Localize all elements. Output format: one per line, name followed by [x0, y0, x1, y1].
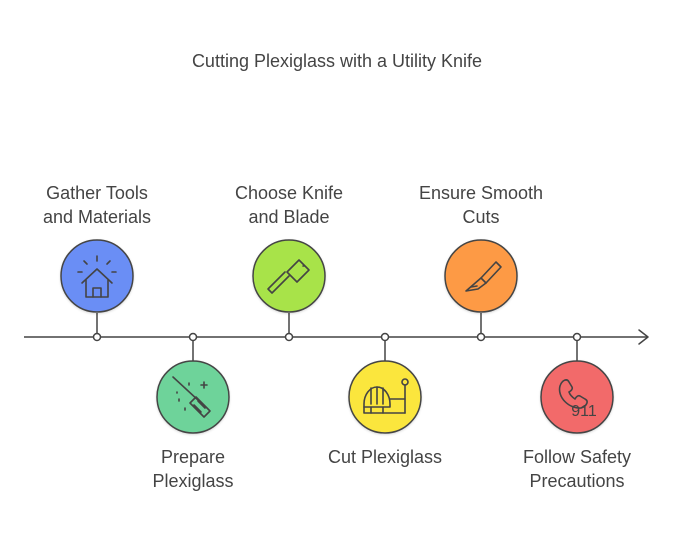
step-label-line1: Prepare	[161, 447, 225, 467]
step-label-line1: Cut Plexiglass	[328, 447, 442, 467]
step-label-line2: Plexiglass	[152, 471, 233, 491]
phone-911-text: 911	[571, 403, 597, 420]
step-node	[380, 332, 390, 342]
step-follow-safety: 911 Follow Safety Precautions	[523, 332, 631, 491]
step-cut-plexiglass: Cut Plexiglass	[328, 332, 442, 467]
house-icon	[77, 255, 117, 298]
step-label-line2: Cuts	[462, 207, 499, 227]
step-icon-circle	[60, 239, 134, 313]
step-label-line2: and Blade	[248, 207, 329, 227]
step-prepare-plexiglass: Prepare Plexiglass	[152, 332, 234, 491]
step-ensure-smooth-cuts: Ensure Smooth Cuts	[419, 183, 543, 342]
step-gather-tools: Gather Tools and Materials	[43, 183, 151, 342]
step-node	[284, 332, 294, 342]
step-label-line1: Gather Tools	[46, 183, 148, 203]
step-node	[188, 332, 198, 342]
step-label-line2: and Materials	[43, 207, 151, 227]
cutting-machine-icon	[363, 378, 409, 414]
step-icon-circle	[156, 360, 230, 434]
cleaver-icon	[267, 259, 310, 294]
diagram-title: Cutting Plexiglass with a Utility Knife	[192, 51, 482, 71]
step-icon-circle	[348, 360, 422, 434]
utility-knife-icon	[465, 261, 502, 292]
phone-911-icon: 911	[558, 379, 597, 420]
step-choose-knife: Choose Knife and Blade	[235, 183, 343, 342]
step-node	[92, 332, 102, 342]
step-label-line1: Follow Safety	[523, 447, 631, 467]
step-node	[572, 332, 582, 342]
step-label-line2: Precautions	[529, 471, 624, 491]
timeline-arrowhead	[638, 329, 649, 345]
step-label-line1: Ensure Smooth	[419, 183, 543, 203]
step-node	[476, 332, 486, 342]
broom-icon	[172, 376, 211, 418]
step-label-line1: Choose Knife	[235, 183, 343, 203]
step-icon-circle	[444, 239, 518, 313]
